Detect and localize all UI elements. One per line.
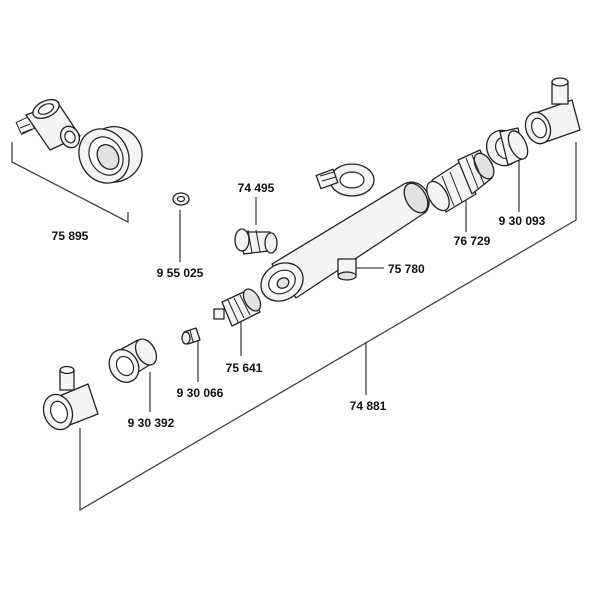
label-955025: 9 55 025 xyxy=(157,266,204,280)
part-955025-washer xyxy=(172,192,190,206)
part-74881-body xyxy=(260,163,430,302)
label-76729: 76 729 xyxy=(454,234,491,248)
part-75641-spindle xyxy=(213,288,262,327)
label-75780: 75 780 xyxy=(388,262,425,276)
label-75641: 75 641 xyxy=(226,361,263,375)
label-74495: 74 495 xyxy=(238,181,275,195)
label-930066: 9 30 066 xyxy=(177,386,224,400)
leader-74881 xyxy=(79,142,577,512)
label-74881: 74 881 xyxy=(350,399,387,413)
part-930392-nut xyxy=(108,338,158,383)
part-75895-elbow xyxy=(15,98,81,151)
leaders xyxy=(11,142,577,512)
part-74495-nut xyxy=(234,228,278,255)
part-930093-nut xyxy=(485,127,529,167)
part-74881-elbow-right xyxy=(524,77,581,145)
label-930392: 9 30 392 xyxy=(128,416,175,430)
leader-75895 xyxy=(11,142,129,224)
label-75895: 75 895 xyxy=(52,229,89,243)
part-75895-rosette xyxy=(78,126,143,184)
label-930093: 9 30 093 xyxy=(499,214,546,228)
part-930066-insert xyxy=(181,327,201,345)
part-74881-elbow-left xyxy=(42,365,99,431)
part-76729-cartridge xyxy=(426,149,495,213)
